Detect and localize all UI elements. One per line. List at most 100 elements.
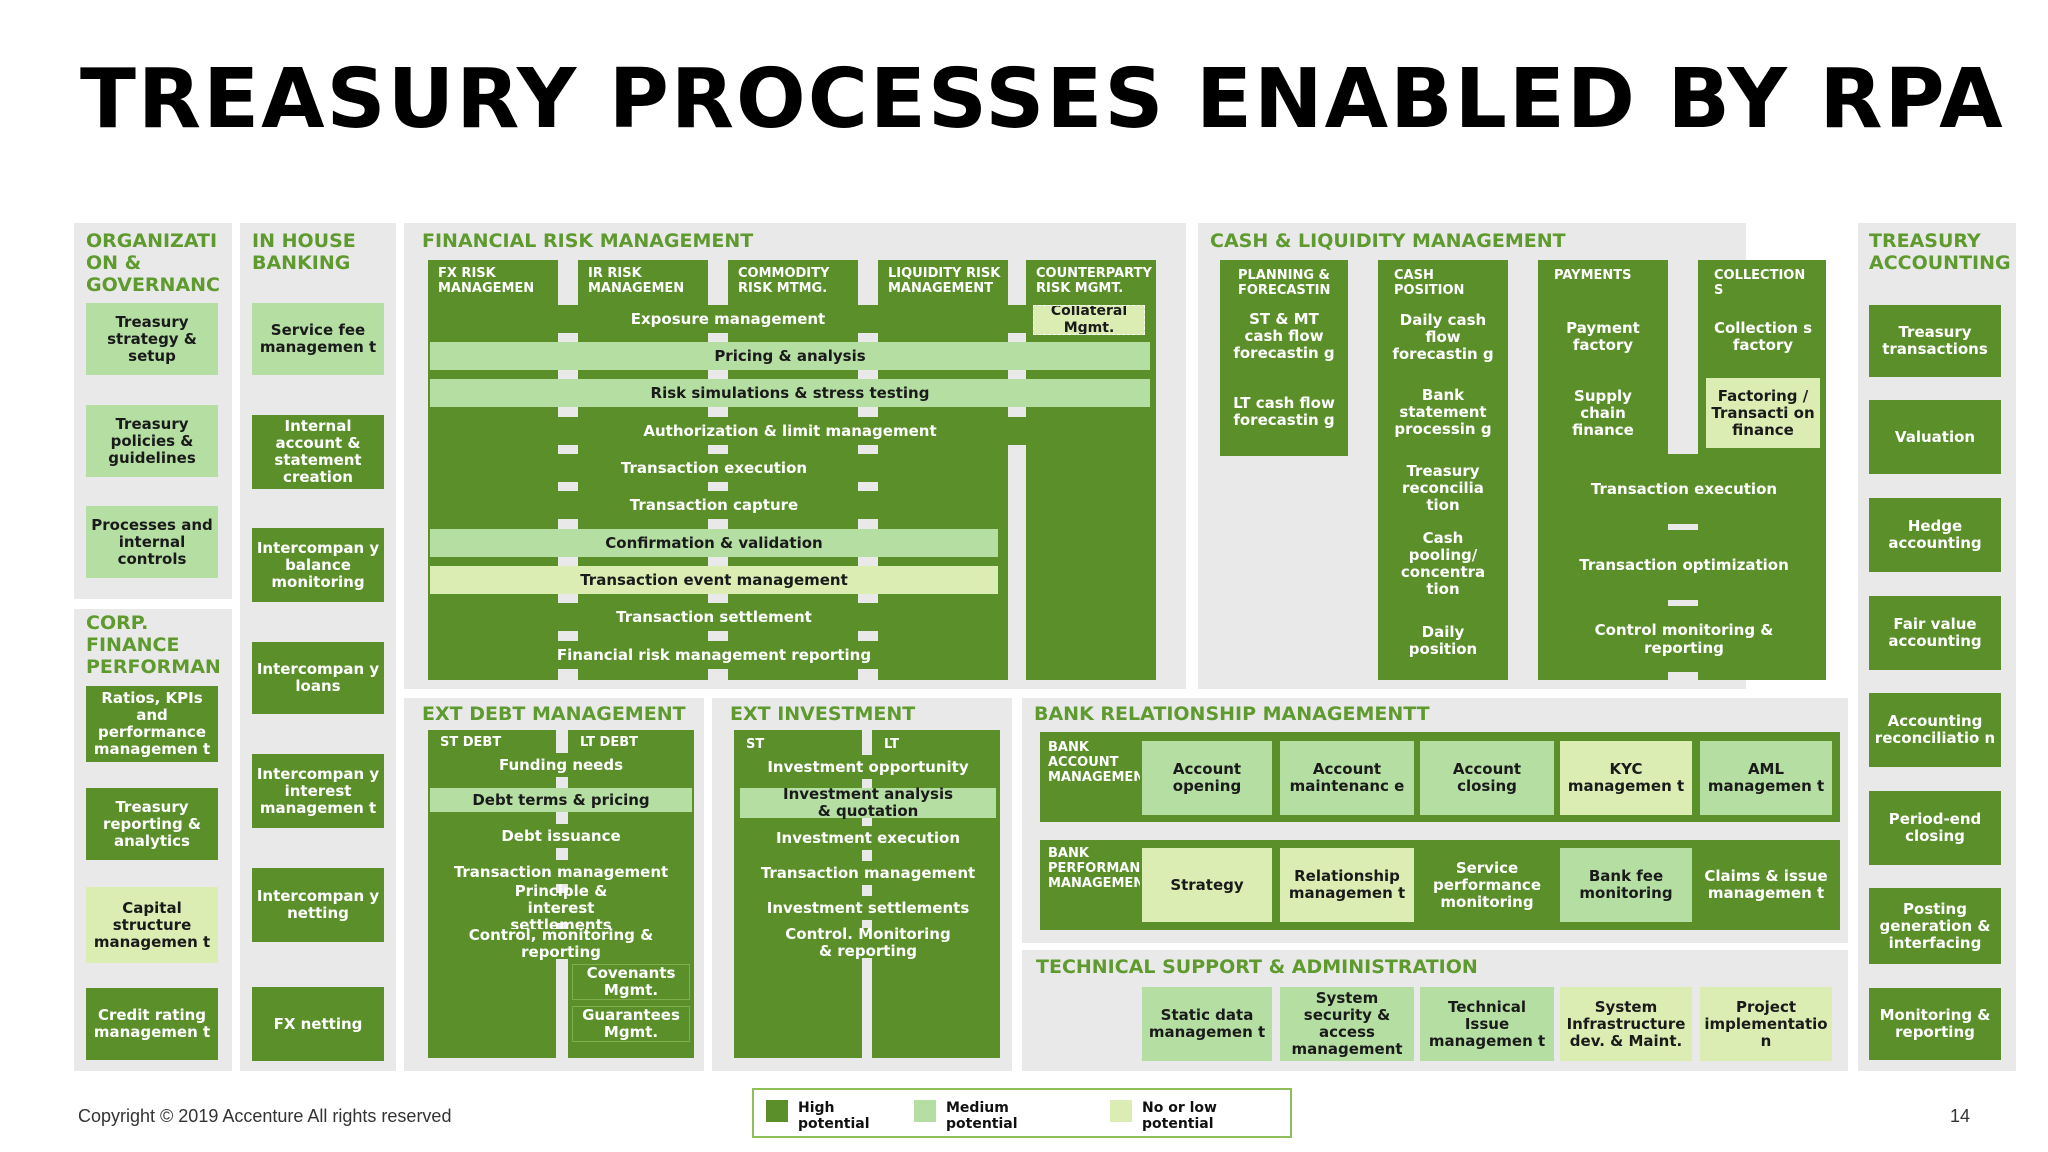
edm-bar-debt-terms[interactable]: Debt terms & pricing (430, 788, 692, 812)
ta-item-transactions[interactable]: Treasury transactions (1869, 305, 2001, 377)
tsa-static-data[interactable]: Static data managemen t (1142, 987, 1272, 1061)
edm-covenants[interactable]: Covenants Mgmt. (572, 964, 690, 1000)
clm-planning-st-mt[interactable]: ST & MT cash flow forecastin g (1226, 300, 1342, 372)
tsa-project-implementation[interactable]: Project implementatio n (1700, 987, 1832, 1061)
frm-bar-confirmation[interactable]: Confirmation & validation (430, 529, 998, 557)
ihb-item-ic-balance[interactable]: Intercompan y balance monitoring (252, 528, 384, 602)
edm-column-st-label: ST DEBT (440, 735, 502, 750)
ext-debt-title: EXT DEBT MANAGEMENT (422, 703, 686, 725)
frm-bar-risk-simulations[interactable]: Risk simulations & stress testing (430, 379, 1150, 407)
clm-payments-factory[interactable]: Payment factory (1546, 303, 1660, 371)
brm-aml[interactable]: AML managemen t (1700, 741, 1832, 815)
legend-swatch-high (766, 1100, 788, 1122)
edm-bar-funding-needs[interactable]: Funding needs (430, 753, 692, 777)
ext-investment-title: EXT INVESTMENT (730, 703, 916, 725)
clm-position-bank-statement[interactable]: Bank statement processin g (1384, 375, 1502, 449)
legend: High potential Medium potential No or lo… (752, 1088, 1292, 1138)
ta-item-posting[interactable]: Posting generation & interfacing (1869, 888, 2001, 964)
clm-payments-supply-chain[interactable]: Supply chain finance (1546, 378, 1660, 448)
eim-bar-opportunity[interactable]: Investment opportunity (740, 755, 996, 779)
clm-bar-transaction-optimization[interactable]: Transaction optimization (1546, 530, 1822, 600)
clm-bar-transaction-execution[interactable]: Transaction execution (1546, 454, 1822, 524)
frm-column-counterparty-label: COUNTERPARTY RISK MGMT. (1036, 266, 1152, 296)
copyright-footer: Copyright © 2019 Accenture All rights re… (78, 1106, 452, 1126)
brm-account-opening[interactable]: Account opening (1142, 741, 1272, 815)
brm-account-maintenance[interactable]: Account maintenanc e (1280, 741, 1414, 815)
ta-item-fair-value[interactable]: Fair value accounting (1869, 596, 2001, 670)
brm-service-performance[interactable]: Service performance monitoring (1420, 848, 1554, 922)
legend-item-low: No or low potential (1110, 1100, 1217, 1132)
clm-position-daily-forecast[interactable]: Daily cash flow forecastin g (1384, 300, 1502, 374)
frm-bar-event-management[interactable]: Transaction event management (430, 566, 998, 594)
brm-claims[interactable]: Claims & issue managemen t (1700, 848, 1832, 922)
frm-bar-authorization[interactable]: Authorization & limit management (430, 417, 1150, 445)
legend-label-low: No or low potential (1142, 1100, 1217, 1132)
brm-row-performance-label: BANK PERFORMAN MANAGEMEN (1048, 846, 1140, 891)
bank-relationship-title: BANK RELATIONSHIP MANAGEMENTT (1034, 703, 1430, 725)
brm-account-closing[interactable]: Account closing (1420, 741, 1554, 815)
clm-position-cash-pooling[interactable]: Cash pooling/ concentra tion (1384, 527, 1502, 601)
frm-bar-pricing[interactable]: Pricing & analysis (430, 342, 1150, 370)
technical-support-title: TECHNICAL SUPPORT & ADMINISTRATION (1036, 956, 1478, 978)
ihb-item-fx-netting[interactable]: FX netting (252, 987, 384, 1061)
ta-item-monitoring[interactable]: Monitoring & reporting (1869, 988, 2001, 1060)
clm-position-daily-position[interactable]: Daily position (1384, 612, 1502, 670)
eim-bar-settlements[interactable]: Investment settlements (740, 896, 996, 920)
frm-collateral-mgmt[interactable]: Collateral Mgmt. (1033, 305, 1145, 335)
brm-relationship-mgmt[interactable]: Relationship managemen t (1280, 848, 1414, 922)
clm-column-collections-label: COLLECTION S (1714, 268, 1806, 298)
ihb-item-ic-interest[interactable]: Intercompan y interest managemen t (252, 754, 384, 828)
brm-bank-fee[interactable]: Bank fee monitoring (1560, 848, 1692, 922)
ihb-item-service-fee[interactable]: Service fee managemen t (252, 303, 384, 375)
corp-item-capital[interactable]: Capital structure managemen t (86, 887, 218, 963)
legend-label-high: High potential (798, 1100, 870, 1132)
ihb-item-ic-loans[interactable]: Intercompan y loans (252, 642, 384, 714)
frm-bar-settlement[interactable]: Transaction settlement (430, 603, 998, 631)
org-item-strategy[interactable]: Treasury strategy & setup (86, 303, 218, 375)
clm-collections-factory[interactable]: Collection s factory (1706, 303, 1820, 371)
page-title: TREASURY PROCESSES ENABLED BY RPA (80, 52, 2005, 147)
ihb-item-ic-netting[interactable]: Intercompan y netting (252, 868, 384, 942)
clm-bar-control-monitoring[interactable]: Control monitoring & reporting (1546, 606, 1822, 672)
frm-bar-transaction-execution[interactable]: Transaction execution (430, 454, 998, 482)
frm-bar-transaction-capture[interactable]: Transaction capture (430, 491, 998, 519)
eim-column-lt (872, 730, 1000, 1058)
eim-bar-control[interactable]: Control. Monitoring & reporting (740, 926, 996, 960)
corp-item-credit-rating[interactable]: Credit rating managemen t (86, 988, 218, 1060)
eim-bar-transaction-mgmt[interactable]: Transaction management (740, 861, 996, 885)
brm-row-account-label: BANK ACCOUNT MANAGEMEN (1048, 740, 1140, 785)
legend-swatch-low (1110, 1100, 1132, 1122)
edm-bar-transaction-mgmt[interactable]: Transaction management (430, 860, 692, 884)
corp-item-reporting[interactable]: Treasury reporting & analytics (86, 788, 218, 860)
ta-item-valuation[interactable]: Valuation (1869, 400, 2001, 474)
clm-column-planning-label: PLANNING & FORECASTIN (1238, 268, 1331, 298)
ta-item-hedge-accounting[interactable]: Hedge accounting (1869, 498, 2001, 572)
brm-strategy[interactable]: Strategy (1142, 848, 1272, 922)
edm-bar-control[interactable]: Control, monitoring & reporting (430, 927, 692, 961)
ihb-item-internal-account[interactable]: Internal account & statement creation (252, 415, 384, 489)
clm-planning-lt[interactable]: LT cash flow forecastin g (1226, 375, 1342, 449)
frm-bar-reporting[interactable]: Financial risk management reporting (430, 641, 998, 669)
eim-bar-analysis[interactable]: Investment analysis & quotation (740, 786, 996, 820)
frm-column-commodity-label: COMMODITY RISK MTMG. (738, 266, 830, 296)
edm-bar-debt-issuance[interactable]: Debt issuance (430, 824, 692, 848)
edm-guarantees[interactable]: Guarantees Mgmt. (572, 1006, 690, 1042)
clm-collections-factoring[interactable]: Factoring / Transacti on finance (1706, 378, 1820, 448)
org-item-controls[interactable]: Processes and internal controls (86, 506, 218, 578)
clm-position-reconciliation[interactable]: Treasury reconcilia tion (1384, 460, 1502, 516)
corp-finance-title: CORP. FINANCE PERFORMAN (86, 612, 221, 678)
brm-kyc[interactable]: KYC managemen t (1560, 741, 1692, 815)
clm-column-position-label: CASH POSITION (1394, 268, 1465, 298)
corp-item-kpis[interactable]: Ratios, KPIs and performance managemen t (86, 686, 218, 762)
eim-column-lt-label: LT (884, 737, 899, 752)
frm-bar-exposure[interactable]: Exposure management (430, 305, 1026, 333)
tsa-technical-issue[interactable]: Technical Issue managemen t (1420, 987, 1554, 1061)
ta-item-period-end[interactable]: Period-end closing (1869, 791, 2001, 865)
tsa-infrastructure[interactable]: System Infrastructure dev. & Maint. (1560, 987, 1692, 1061)
eim-bar-execution[interactable]: Investment execution (740, 826, 996, 850)
ta-item-reconciliation[interactable]: Accounting reconciliatio n (1869, 693, 2001, 767)
org-item-policies[interactable]: Treasury policies & guidelines (86, 405, 218, 477)
org-governance-title: ORGANIZATI ON & GOVERNANC (86, 230, 221, 296)
tsa-system-security[interactable]: System security & access management (1280, 987, 1414, 1061)
edm-bar-principle-interest[interactable]: Principle & interest settlements (430, 882, 692, 933)
